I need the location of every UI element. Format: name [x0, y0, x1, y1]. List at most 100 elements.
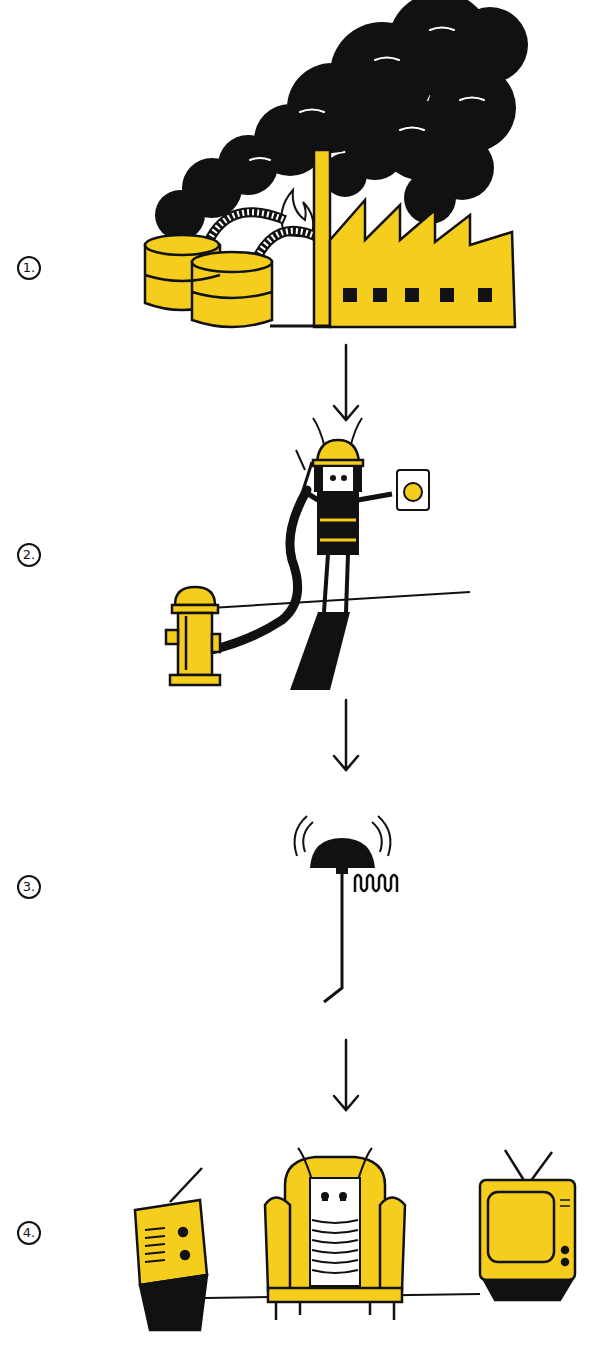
- factory-building: [330, 200, 515, 327]
- armchair: [265, 1198, 290, 1291]
- radio: [170, 1168, 202, 1202]
- radio: [135, 1200, 207, 1285]
- character-body: [305, 492, 392, 612]
- television: [480, 1150, 575, 1300]
- television: [484, 1280, 572, 1300]
- television: [560, 1205, 570, 1207]
- armchair: [393, 1302, 396, 1320]
- relaxed-character: [358, 1148, 372, 1180]
- relaxed-character: [312, 1240, 358, 1243]
- smoke-highlight: [400, 128, 424, 131]
- shadow: [290, 612, 350, 690]
- armchair: [369, 1302, 372, 1315]
- flow-arrow: [334, 345, 358, 420]
- light-waves: [378, 816, 390, 856]
- armchair: [268, 1288, 402, 1302]
- lamp-cord: [324, 874, 342, 1002]
- character-face: [322, 466, 354, 492]
- tanks: [145, 275, 220, 281]
- television: [488, 1192, 554, 1262]
- power-outlet: [397, 470, 429, 510]
- fire-hydrant: [170, 675, 220, 685]
- floor-line: [210, 592, 470, 608]
- smoke-highlight: [300, 110, 324, 113]
- television: [505, 1150, 525, 1182]
- factory-building: [330, 200, 515, 327]
- television: [560, 1199, 570, 1201]
- smoke-highlight: [460, 98, 484, 101]
- flow-arrow: [334, 1040, 358, 1110]
- hose: [212, 490, 307, 650]
- fire-hydrant: [166, 587, 220, 685]
- radio: [179, 1228, 187, 1236]
- tanks: [145, 235, 272, 327]
- character-body: [324, 554, 328, 612]
- ground-line: [270, 325, 330, 328]
- television: [560, 1200, 570, 1206]
- armchair: [380, 1198, 405, 1291]
- fire-hydrant: [175, 587, 215, 605]
- smoke-highlight: [250, 158, 270, 160]
- hose: [212, 490, 307, 650]
- uniform-stripes: [320, 520, 356, 540]
- relaxed-character: [312, 1260, 358, 1263]
- character-face: [314, 466, 362, 492]
- shadow: [290, 612, 350, 690]
- callout-number: 1.: [17, 256, 41, 280]
- power-outlet: [404, 483, 422, 501]
- radio: [181, 1251, 189, 1259]
- lamp-shade: [336, 866, 348, 874]
- armchair: [299, 1302, 302, 1315]
- relaxed-character: [312, 1270, 358, 1273]
- character-body: [305, 492, 318, 500]
- tanks: [192, 292, 272, 298]
- heating-coil: [355, 875, 397, 892]
- chimney: [314, 150, 330, 327]
- relaxed-character: [312, 1220, 358, 1223]
- uniform-stripes: [320, 539, 356, 542]
- television: [562, 1247, 568, 1253]
- relaxed-character: [312, 1220, 358, 1273]
- relaxed-character: [298, 1148, 312, 1180]
- light-waves: [295, 816, 307, 856]
- tanks: [192, 252, 272, 272]
- television: [480, 1180, 575, 1280]
- factory-windows: [343, 288, 357, 302]
- radio: [140, 1275, 207, 1330]
- ground-line: [270, 325, 330, 328]
- fire-hydrant: [178, 613, 212, 675]
- heating-coil: [355, 875, 397, 892]
- armchair: [285, 1157, 385, 1290]
- callout-number: 2.: [17, 543, 41, 567]
- smoke-cloud: [155, 0, 528, 240]
- radio: [145, 1260, 165, 1262]
- relaxed-character: [312, 1230, 358, 1233]
- antenna: [313, 418, 325, 448]
- radio: [145, 1252, 165, 1254]
- fire-hydrant: [166, 630, 178, 644]
- tanks: [145, 235, 219, 255]
- character-face: [341, 475, 347, 481]
- character-body: [318, 492, 358, 554]
- character-face: [314, 466, 322, 492]
- helmet: [317, 440, 359, 462]
- callout-number: 3.: [17, 875, 41, 899]
- light-waves: [372, 822, 382, 852]
- factory-windows: [343, 288, 492, 302]
- radio: [135, 1168, 207, 1330]
- smoke-highlight: [375, 58, 399, 61]
- radio: [145, 1236, 165, 1238]
- factory-windows: [478, 288, 492, 302]
- character-body: [358, 494, 392, 500]
- light-waves: [303, 822, 313, 852]
- character-face: [330, 475, 336, 481]
- factory-windows: [373, 288, 387, 302]
- power-outlet: [397, 470, 429, 510]
- character-face: [354, 466, 362, 492]
- lamp-shade: [310, 838, 375, 874]
- character-body: [346, 554, 348, 612]
- relaxed-character: [312, 1250, 358, 1253]
- radio: [145, 1228, 165, 1230]
- armchair: [275, 1302, 278, 1320]
